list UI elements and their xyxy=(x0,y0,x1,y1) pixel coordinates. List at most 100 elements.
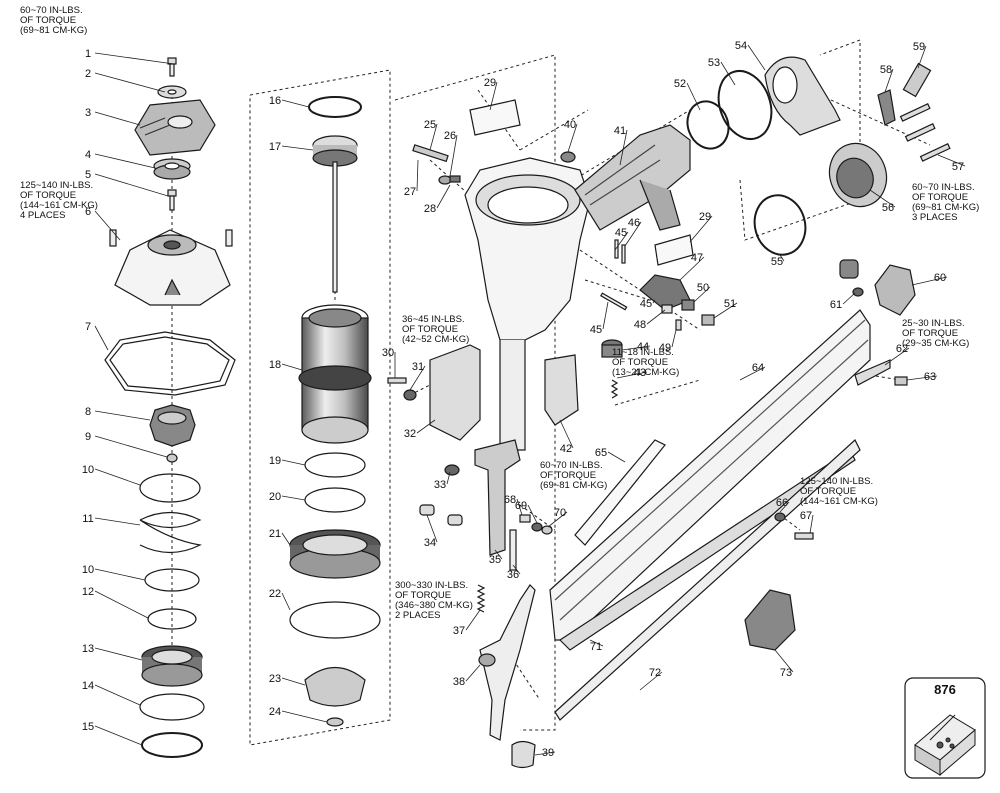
part-number-28: 28 xyxy=(424,203,436,215)
leader-line xyxy=(616,371,648,379)
leader-line xyxy=(446,471,451,485)
leader-line xyxy=(869,189,896,208)
torque-note-line: 36~45 IN-LBS. xyxy=(402,314,465,325)
torque-note-line: 125~140 IN-LBS. xyxy=(20,180,93,191)
leader-line xyxy=(94,725,143,746)
part-number-19: 19 xyxy=(269,455,281,467)
leader-line xyxy=(281,459,306,466)
torque-note-labels: 60~70 IN-LBS.OF TORQUE(69~81 CM-KG) 125~1… xyxy=(20,5,979,621)
torque-note-line: (144~161 CM-KG) xyxy=(800,496,878,507)
left-stack-parts xyxy=(104,57,236,758)
housing-parts xyxy=(387,99,715,769)
leader-line xyxy=(281,145,314,151)
leader-line xyxy=(281,363,303,371)
torque-note-line: OF TORQUE xyxy=(20,190,76,201)
torque-note: 11~18 IN-LBS.OF TORQUE(13~21 CM-KG) xyxy=(612,347,679,378)
part-number-45: 45 xyxy=(615,227,627,239)
leader-line xyxy=(739,366,766,381)
part-number-71: 71 xyxy=(590,641,602,653)
part-number-72: 72 xyxy=(649,667,661,679)
torque-note: 60~70 IN-LBS.OF TORQUE(69~81 CM-KG) xyxy=(20,5,87,36)
torque-note: 60~70 IN-LBS.OF TORQUE(69~81 CM-KG)3 PLA… xyxy=(912,182,979,223)
leader-line xyxy=(281,677,306,686)
part-number-70: 70 xyxy=(554,507,566,519)
part-number-68: 68 xyxy=(504,494,516,506)
part-number-61: 61 xyxy=(830,299,842,311)
part-number-67: 67 xyxy=(800,510,812,522)
leader-line xyxy=(624,221,642,247)
torque-note-line: 125~140 IN-LBS. xyxy=(800,476,873,487)
leader-line xyxy=(94,325,109,351)
leader-line xyxy=(281,99,310,108)
leader-line xyxy=(559,419,574,449)
leader-line xyxy=(689,215,713,243)
torque-note-line: (346~380 CM-KG) xyxy=(395,600,473,611)
part-number-14: 14 xyxy=(82,680,94,692)
part-number-54: 54 xyxy=(735,40,747,52)
part-number-45: 45 xyxy=(640,298,652,310)
part-number-27: 27 xyxy=(404,186,416,198)
part-number-57: 57 xyxy=(952,161,964,173)
part-number-48: 48 xyxy=(634,319,646,331)
part-number-26: 26 xyxy=(444,130,456,142)
part-number-30: 30 xyxy=(382,347,394,359)
kit-box: 876 xyxy=(904,677,986,779)
torque-note-line: 11~18 IN-LBS. xyxy=(612,347,674,358)
torque-note: 125~140 IN-LBS.OF TORQUE(144~161 CM-KG)4… xyxy=(20,180,98,221)
part-number-65: 65 xyxy=(595,447,607,459)
leader-line xyxy=(94,72,166,93)
torque-note-line: 60~70 IN-LBS. xyxy=(20,5,83,16)
leader-line xyxy=(94,647,143,661)
part-number-25: 25 xyxy=(424,119,436,131)
part-number-15: 15 xyxy=(82,721,94,733)
leader-line xyxy=(94,435,168,458)
torque-note-line: OF TORQUE xyxy=(612,357,668,368)
leader-line xyxy=(607,451,626,463)
part-number-7: 7 xyxy=(85,321,91,333)
leader-line xyxy=(809,514,814,534)
leader-line xyxy=(686,82,701,111)
part-number-45: 45 xyxy=(590,324,602,336)
leader-line xyxy=(281,710,328,723)
torque-note-line: 60~70 IN-LBS. xyxy=(540,460,603,471)
leader-line xyxy=(884,347,910,366)
part-number-23: 23 xyxy=(269,673,281,685)
torque-note-line: OF TORQUE xyxy=(540,470,596,481)
leader-line xyxy=(693,286,711,303)
part-number-47: 47 xyxy=(691,252,703,264)
torque-note-line: (144~161 CM-KG) xyxy=(20,200,98,211)
torque-note-line: 4 PLACES xyxy=(20,210,65,221)
torque-note-line: OF TORQUE xyxy=(912,192,968,203)
torque-note: 36~45 IN-LBS.OF TORQUE(42~52 CM-KG) xyxy=(402,314,469,345)
torque-note-line: 60~70 IN-LBS. xyxy=(912,182,975,193)
leader-line xyxy=(94,111,141,126)
leader-line xyxy=(94,590,149,619)
leader-line xyxy=(534,751,556,756)
leader-line xyxy=(465,664,481,682)
part-number-labels: 1234567891011101213141516171819202122232… xyxy=(82,40,966,759)
leader-line xyxy=(567,123,578,153)
part-number-44: 44 xyxy=(637,341,649,353)
leader-line xyxy=(494,549,503,560)
part-number-20: 20 xyxy=(269,491,281,503)
torque-note-line: OF TORQUE xyxy=(800,486,856,497)
magazine-parts xyxy=(519,259,916,721)
leader-line xyxy=(906,375,938,381)
part-number-13: 13 xyxy=(82,643,94,655)
leader-line xyxy=(94,468,141,486)
part-number-40: 40 xyxy=(564,119,576,131)
leader-line xyxy=(671,329,677,348)
leader-line xyxy=(527,504,538,524)
leader-line xyxy=(547,511,568,528)
leader-line xyxy=(489,81,498,111)
leader-line xyxy=(779,254,785,262)
part-number-41: 41 xyxy=(614,125,626,137)
leader-line xyxy=(602,301,609,330)
leader-line xyxy=(619,129,628,166)
part-number-4: 4 xyxy=(85,149,91,161)
part-number-8: 8 xyxy=(85,406,91,418)
part-number-73: 73 xyxy=(780,667,792,679)
part-number-55: 55 xyxy=(771,256,783,268)
